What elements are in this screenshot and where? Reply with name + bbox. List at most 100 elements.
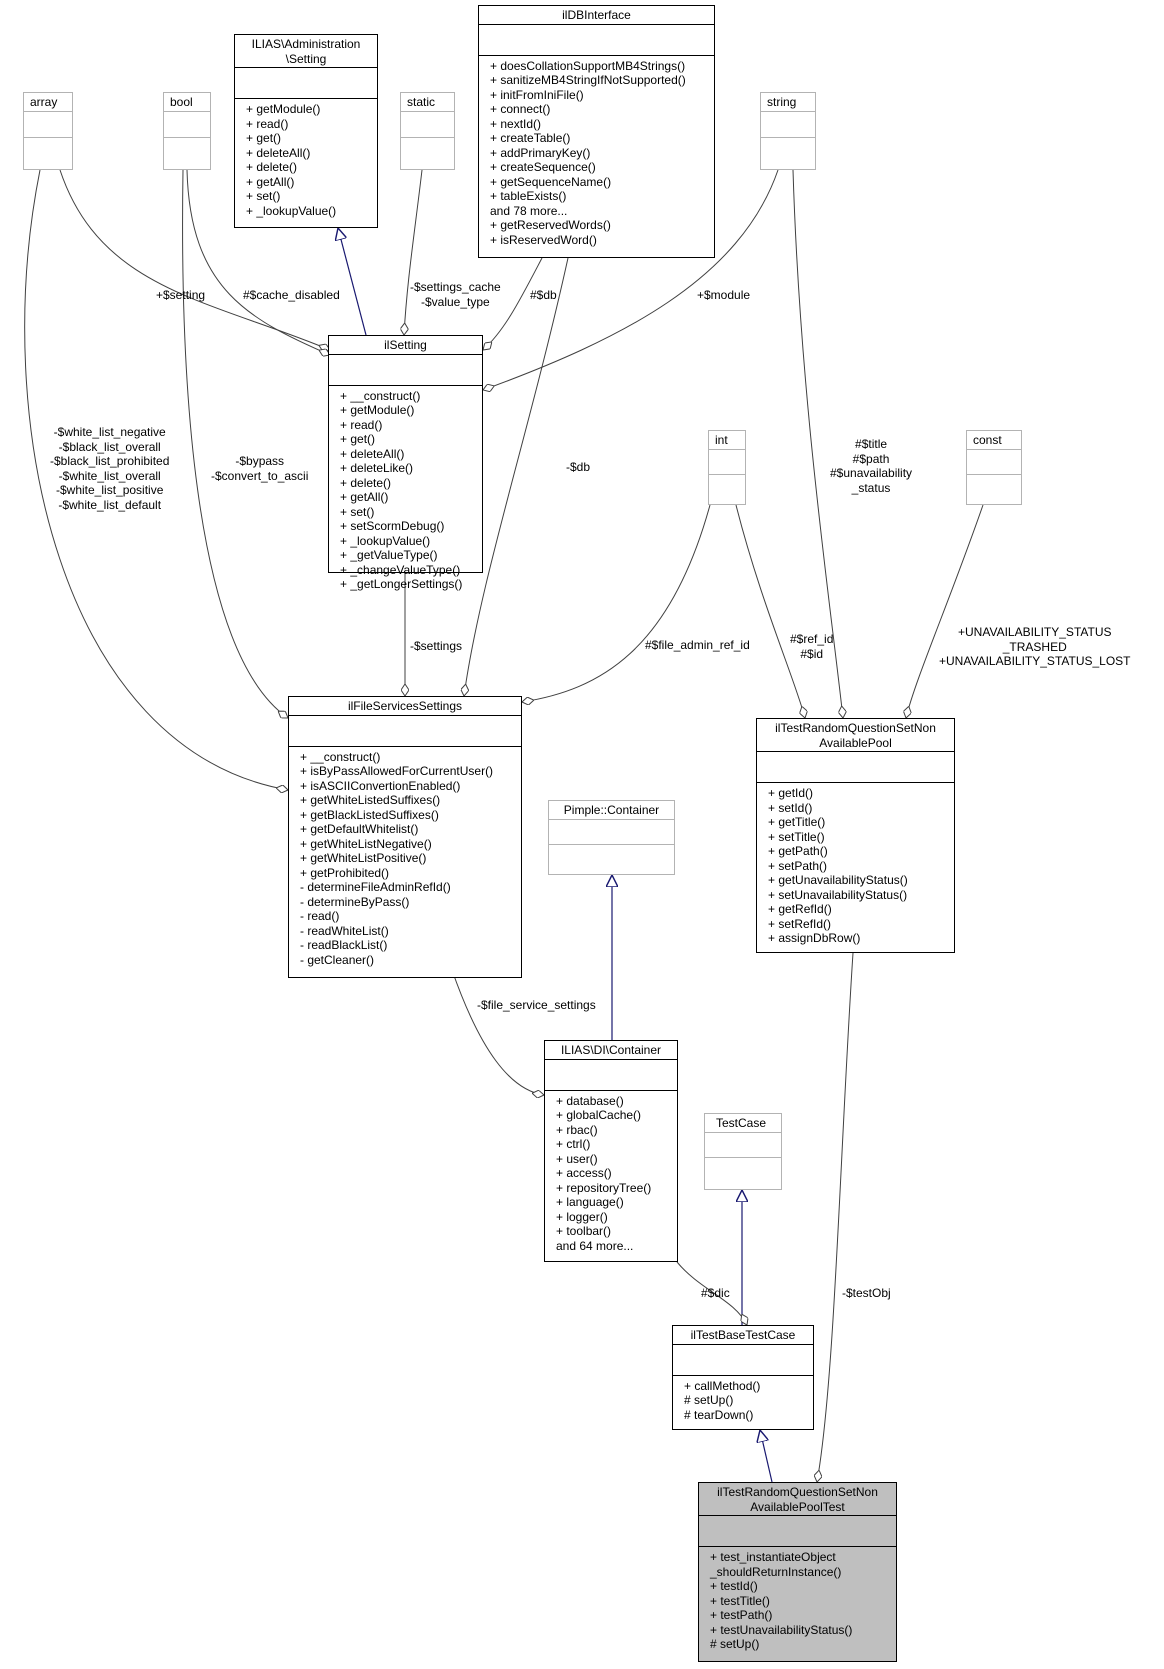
class-ilias-di-container[interactable]: ILIAS\DI\Container + database() + global… bbox=[544, 1040, 678, 1262]
class-iltestrandomquestionsetnonavailablepool[interactable]: ilTestRandomQuestionSetNon AvailablePool… bbox=[756, 718, 955, 953]
method: + isByPassAllowedForCurrentUser() bbox=[300, 764, 494, 778]
class-setting-interface[interactable]: ILIAS\Administration \Setting + getModul… bbox=[234, 34, 378, 228]
class-iltestbasetestcase[interactable]: ilTestBaseTestCase + callMethod() # setU… bbox=[672, 1325, 814, 1430]
edge-dic-dicontainer bbox=[676, 1261, 747, 1325]
class-int[interactable]: int bbox=[708, 430, 746, 505]
methods-section: + test_instantiateObject _shouldReturnIn… bbox=[699, 1546, 896, 1654]
attributes-section bbox=[235, 67, 377, 98]
edge-title-path-string bbox=[792, 169, 843, 718]
method: + read() bbox=[340, 417, 383, 432]
method: - readBlackList() bbox=[300, 938, 388, 952]
edge-db-filesettings bbox=[464, 257, 569, 696]
method: + set() bbox=[246, 189, 281, 203]
class-string[interactable]: string bbox=[760, 92, 816, 170]
method: + repositoryTree() bbox=[556, 1180, 652, 1195]
method: + doesCollationSupportMB4Strings() bbox=[490, 58, 686, 73]
method: + setUnavailabilityStatus() bbox=[768, 887, 908, 902]
method: + testUnavailabilityStatus() bbox=[710, 1622, 853, 1637]
class-name: ilTestRandomQuestionSetNon AvailablePool bbox=[775, 721, 936, 750]
method: + getWhiteListNegative() bbox=[300, 836, 432, 851]
method: + set() bbox=[340, 504, 375, 519]
class-name: Pimple::Container bbox=[563, 803, 660, 817]
method: - determineByPass() bbox=[300, 894, 410, 909]
attributes-section bbox=[699, 1515, 896, 1546]
class-ilsetting[interactable]: ilSetting + __construct() + getModule() … bbox=[328, 335, 483, 591]
class-name: int bbox=[715, 433, 728, 447]
method: + logger() bbox=[556, 1209, 608, 1224]
methods-section bbox=[24, 136, 72, 164]
edge-label-file-admin-ref-id: #$file_admin_ref_id bbox=[645, 638, 750, 652]
method: + assignDbRow() bbox=[768, 931, 861, 945]
method: + delete() bbox=[246, 160, 298, 174]
class-name: ILIAS\DI\Container bbox=[560, 1043, 662, 1057]
attributes-section bbox=[479, 23, 714, 55]
class-name: ilDBInterface bbox=[562, 8, 631, 22]
method: + testTitle() bbox=[710, 1593, 770, 1608]
class-ilfileservicessettings[interactable]: ilFileServicesSettings + __construct() +… bbox=[288, 696, 522, 978]
method: + getModule() bbox=[246, 102, 321, 116]
class-const[interactable]: const bbox=[966, 430, 1022, 505]
method: + user() bbox=[556, 1151, 598, 1166]
attributes-section bbox=[545, 1058, 677, 1090]
method: + createTable() bbox=[490, 131, 571, 145]
method: + ctrl() bbox=[556, 1137, 591, 1151]
method: + language() bbox=[556, 1195, 624, 1209]
class-name: string bbox=[767, 95, 797, 109]
method: and 64 more... bbox=[556, 1238, 634, 1253]
method: + getAll() bbox=[340, 490, 389, 504]
class-name: ilTestBaseTestCase bbox=[690, 1328, 796, 1342]
method: + getPath() bbox=[768, 844, 828, 858]
edge-label-module: +$module bbox=[697, 288, 751, 302]
edge-label-unavailability: +UNAVAILABILITY_STATUS _TRASHED +UNAVAIL… bbox=[939, 625, 1131, 668]
method: + getModule() bbox=[340, 403, 415, 417]
method: + getRefId() bbox=[768, 902, 832, 916]
methods-section: + __construct() + isByPassAllowedForCurr… bbox=[289, 745, 521, 970]
method: + initFromIniFile() bbox=[490, 87, 584, 102]
class-static[interactable]: static bbox=[400, 92, 455, 170]
attributes-section bbox=[757, 751, 954, 782]
class-pimple-container[interactable]: Pimple::Container bbox=[548, 800, 675, 875]
method: + getBlackListedSuffixes() bbox=[300, 807, 439, 822]
method: + deleteLike() bbox=[340, 461, 414, 475]
methods-section: + doesCollationSupportMB4Strings() + san… bbox=[479, 54, 714, 250]
edge-ilsetting-inherits-setting bbox=[338, 228, 367, 336]
methods-section: + getModule() + read() + get() + deleteA… bbox=[235, 98, 377, 220]
edge-label-title-path: #$title #$path #$unavailability _status bbox=[830, 437, 913, 495]
edge-label-cache-disabled: #$cache_disabled bbox=[243, 288, 340, 302]
method: + getAll() bbox=[246, 174, 295, 189]
class-name: TestCase bbox=[716, 1116, 767, 1130]
class-iltestrandomquestionsetnonavailablepooltest[interactable]: ilTestRandomQuestionSetNon AvailablePool… bbox=[698, 1482, 897, 1662]
class-array[interactable]: array bbox=[23, 92, 73, 170]
method: + setId() bbox=[768, 800, 813, 815]
edge-label-file-service-settings: -$file_service_settings bbox=[477, 998, 596, 1012]
attributes-section bbox=[709, 448, 745, 474]
class-testcase[interactable]: TestCase bbox=[704, 1113, 782, 1190]
method: + testPath() bbox=[710, 1608, 773, 1622]
methods-section bbox=[967, 473, 1021, 500]
edge-module-string bbox=[483, 169, 779, 390]
edge-label-settings: -$settings bbox=[410, 639, 463, 653]
method: - determineFileAdminRefId() bbox=[300, 880, 451, 894]
methods-section bbox=[549, 843, 674, 870]
edge-testobj-pool bbox=[817, 952, 854, 1482]
class-bool[interactable]: bool bbox=[163, 92, 211, 170]
methods-section bbox=[761, 136, 815, 164]
edge-db-ilsetting bbox=[483, 257, 543, 350]
attributes-section bbox=[967, 448, 1021, 474]
method: + _getLongerSettings() bbox=[340, 577, 463, 591]
edge-bypass-bool bbox=[182, 169, 288, 718]
method: + testId() bbox=[710, 1579, 758, 1593]
class-ildbinterface[interactable]: ilDBInterface + doesCollationSupportMB4S… bbox=[478, 5, 715, 258]
method: + callMethod() bbox=[684, 1378, 761, 1393]
method: + getWhiteListedSuffixes() bbox=[300, 793, 441, 807]
methods-section: + callMethod() # setUp() # tearDown() bbox=[673, 1374, 813, 1425]
method: + getProhibited() bbox=[300, 865, 390, 880]
class-name: bool bbox=[170, 95, 193, 109]
method: # setUp() bbox=[710, 1637, 760, 1651]
method: + toolbar() bbox=[556, 1224, 612, 1238]
method: + setScormDebug() bbox=[340, 519, 445, 533]
method: + delete() bbox=[340, 475, 392, 490]
method: + isReservedWord() bbox=[490, 232, 597, 247]
